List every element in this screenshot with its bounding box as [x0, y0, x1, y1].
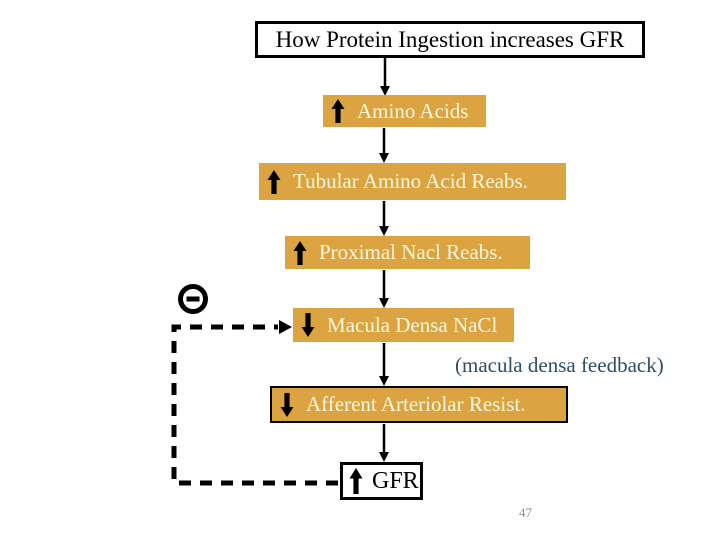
node-tubular-amino-acid-reabs: Tubular Amino Acid Reabs.	[259, 163, 566, 200]
node-proximal-nacl-reabs: Proximal Nacl Reabs.	[285, 236, 530, 269]
feedback-note: (macula densa feedback)	[455, 353, 664, 377]
node-gfr: GFR	[340, 462, 423, 500]
node-afferent-arteriolar-resist: Afferent Arteriolar Resist.	[270, 386, 568, 423]
down-arrow-icon	[301, 313, 315, 337]
minus-icon	[177, 283, 209, 315]
node-label: Macula Densa NaCl	[327, 312, 498, 337]
page-number: 47	[519, 505, 532, 520]
arrowhead-down-icon	[379, 226, 389, 236]
up-arrow-icon	[331, 99, 345, 123]
down-arrow-icon	[280, 392, 294, 417]
node-amino-acids: Amino Acids	[323, 95, 486, 127]
arrowhead-down-icon	[379, 298, 389, 308]
up-arrow-icon	[267, 169, 281, 194]
arrowhead-down-icon	[379, 452, 389, 462]
node-macula-densa-nacl: Macula Densa NaCl	[293, 308, 514, 342]
title-box: How Protein Ingestion increases GFR	[255, 21, 645, 58]
up-arrow-icon	[349, 468, 363, 494]
arrowhead-down-icon	[379, 376, 389, 386]
node-label: Tubular Amino Acid Reabs.	[293, 169, 528, 193]
node-label: Afferent Arteriolar Resist.	[306, 392, 526, 416]
page-title: How Protein Ingestion increases GFR	[275, 26, 625, 52]
node-label: GFR	[372, 467, 419, 494]
up-arrow-icon	[293, 240, 307, 265]
arrowhead-down-icon	[379, 153, 389, 163]
node-label: Amino Acids	[357, 98, 469, 123]
minus-icon-graphic	[178, 284, 208, 314]
arrowhead-right-icon	[279, 320, 292, 334]
node-label: Proximal Nacl Reabs.	[319, 240, 503, 264]
